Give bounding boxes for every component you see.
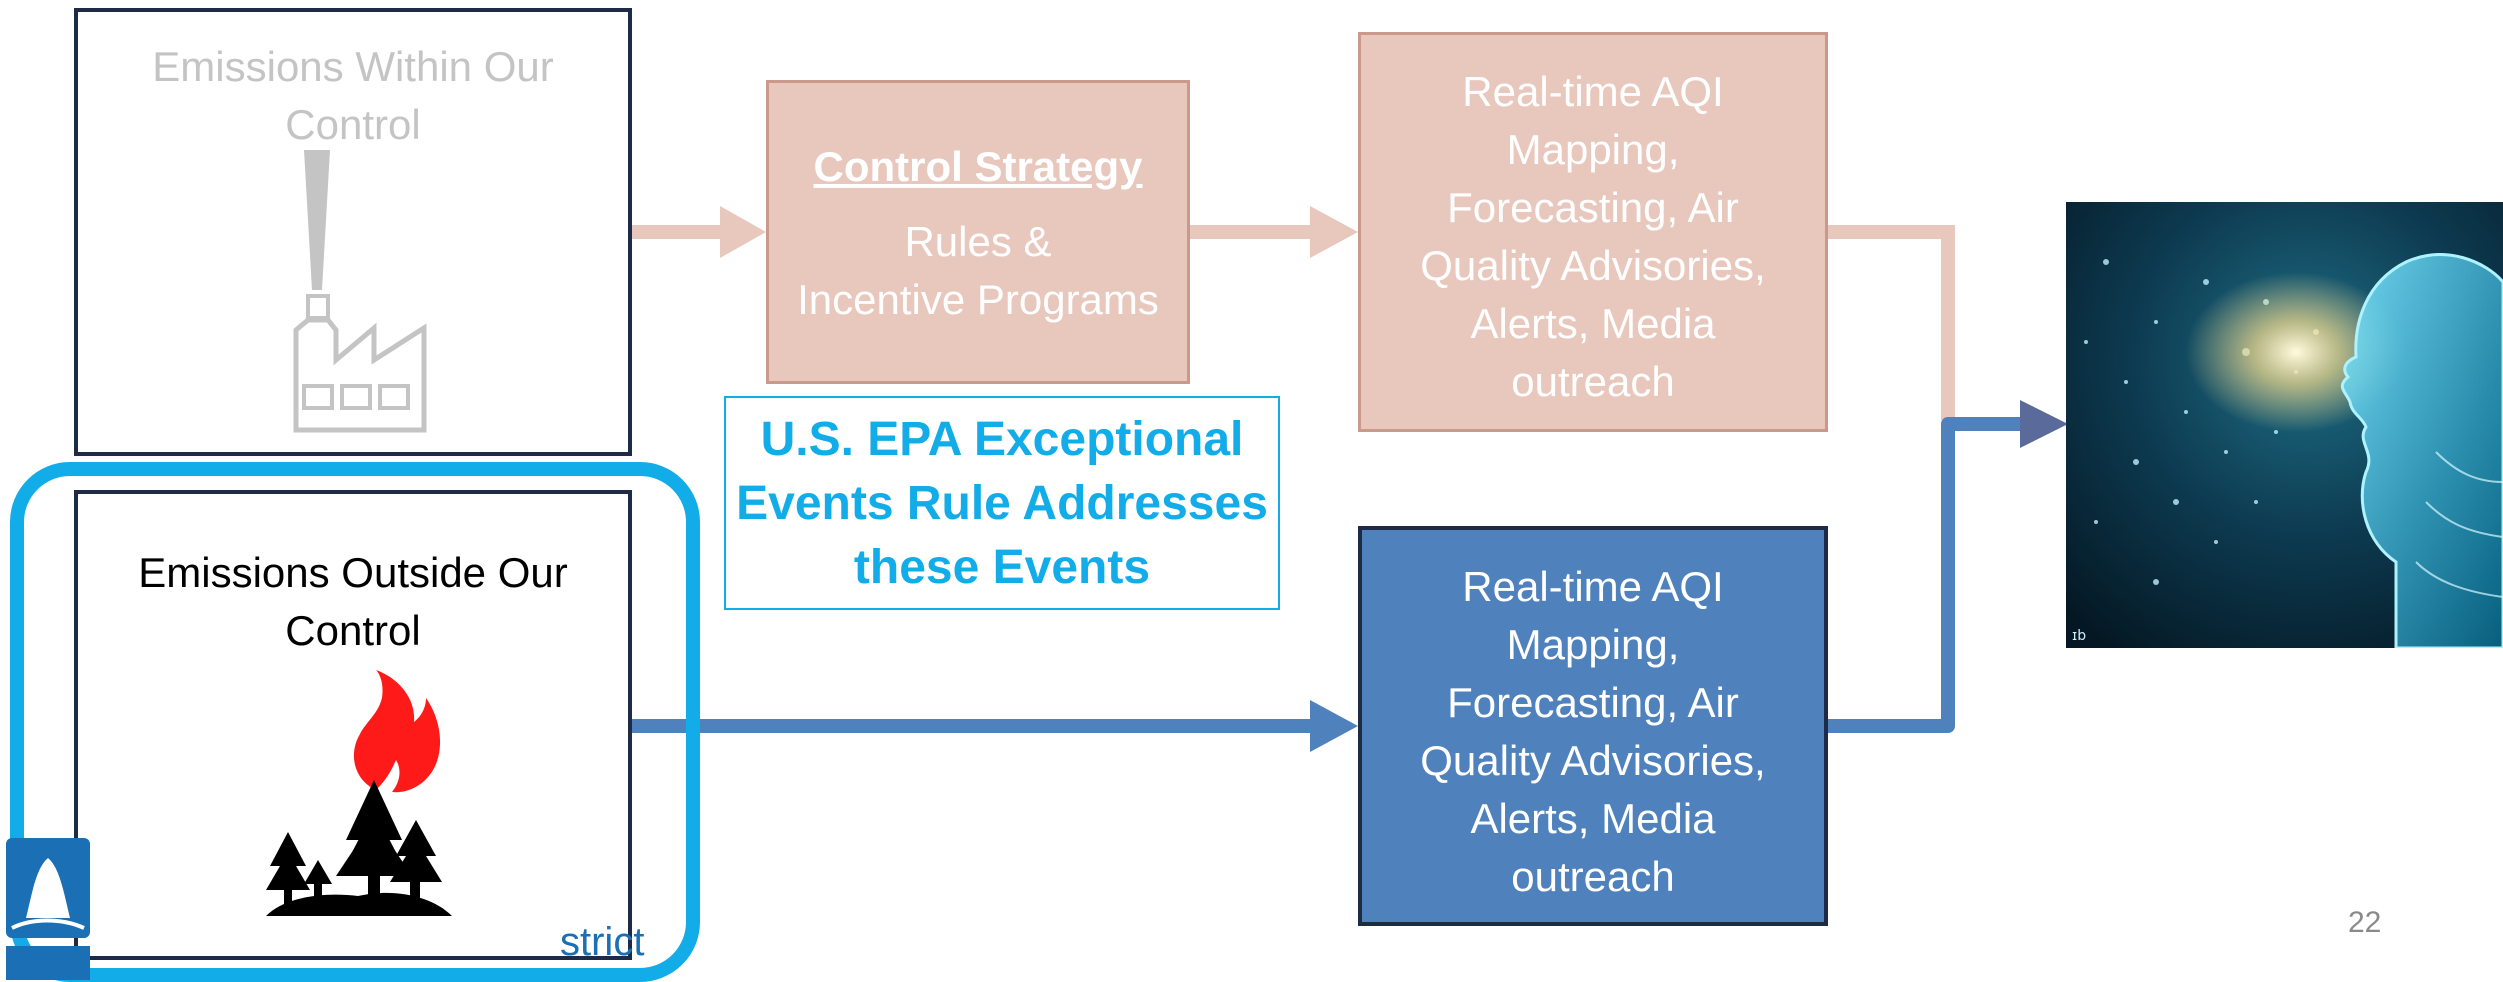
arrow-outside-to-aqi-bottom: [632, 700, 1358, 752]
aqi-outreach-box-bottom: Real-time AQI Mapping, Forecasting, Air …: [1358, 526, 1828, 926]
svg-text:ɪb: ɪb: [2072, 628, 2086, 644]
organization-name-fragment: strict: [560, 920, 645, 964]
control-strategy-text: Rules & Incentive Programs: [797, 218, 1159, 323]
aqi-outreach-box-top: Real-time AQI Mapping, Forecasting, Air …: [1358, 32, 1828, 432]
control-strategy-box: Control Strategy Rules & Incentive Progr…: [766, 80, 1190, 384]
emissions-within-title: Emissions Within Our Control: [152, 43, 554, 148]
arrow-strategy-to-aqi-top: [1190, 206, 1358, 258]
emissions-within-box: Emissions Within Our Control: [74, 8, 632, 456]
human-breathing-image: ɪb: [2066, 202, 2503, 648]
aqmd-logo: [6, 838, 90, 980]
epa-exceptional-events-note: U.S. EPA Exceptional Events Rule Address…: [724, 396, 1280, 610]
page-number: 22: [2348, 906, 2382, 939]
highlight-frame: [10, 462, 700, 982]
factory-icon: [293, 150, 427, 433]
connector-aqi-top-to-merge: [1828, 225, 1955, 420]
emissions-outside-box: Emissions Outside Our Control: [74, 490, 632, 960]
arrow-within-to-strategy: [632, 206, 766, 258]
wildfire-icon: [266, 670, 452, 916]
emissions-outside-title: Emissions Outside Our Control: [138, 549, 568, 654]
connector-aqi-bottom-to-person: [1828, 400, 2068, 733]
control-strategy-title: Control Strategy: [813, 143, 1143, 190]
